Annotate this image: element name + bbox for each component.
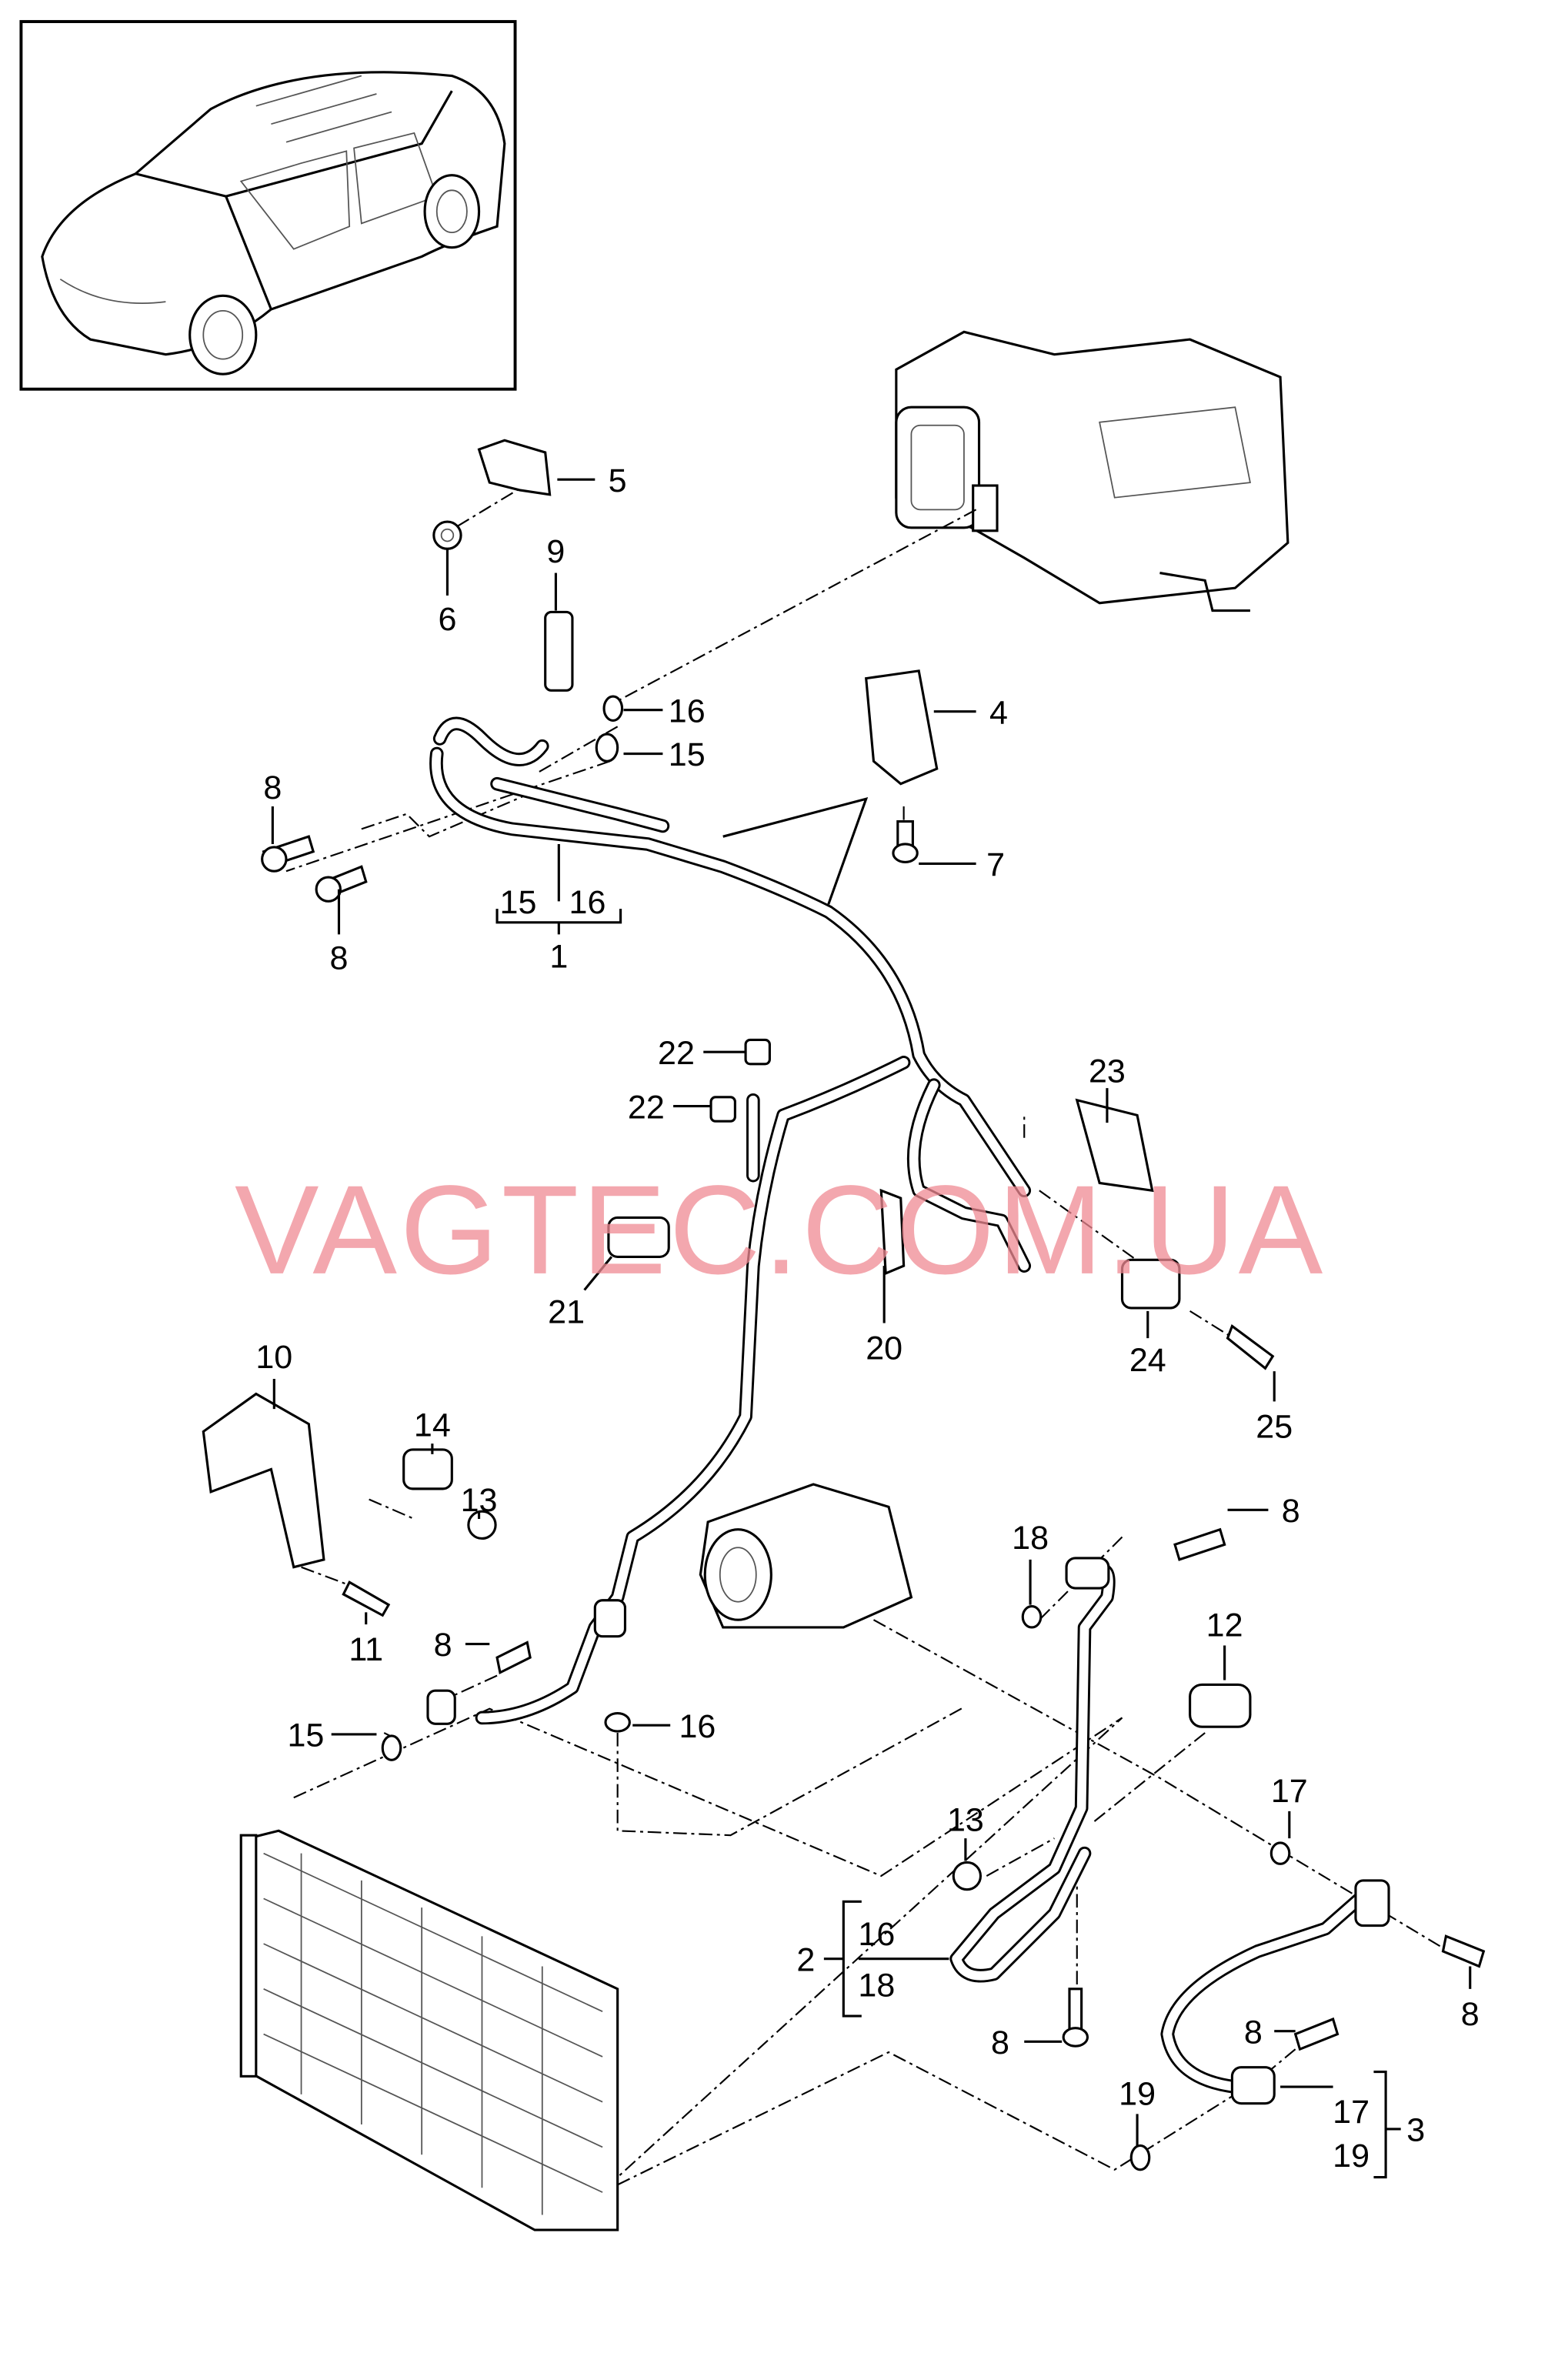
callout-16: 16	[679, 1708, 716, 1745]
callout-4: 4	[989, 694, 1008, 731]
callout-22: 22	[628, 1089, 665, 1126]
callout-16: 16	[858, 1916, 895, 1953]
callout-8: 8	[330, 940, 349, 976]
callout-10: 10	[255, 1339, 292, 1376]
callout-15: 15	[669, 736, 706, 773]
callout-15: 15	[287, 1717, 324, 1754]
callout-25: 25	[1256, 1408, 1293, 1445]
callout-3: 3	[1406, 2112, 1425, 2149]
callout-16: 16	[569, 884, 606, 921]
callout-8: 8	[1244, 2014, 1263, 2051]
callout-8: 8	[1282, 1493, 1300, 1530]
callout-8: 8	[434, 1627, 452, 1664]
condenser	[239, 1829, 619, 2231]
callout-23: 23	[1089, 1053, 1126, 1090]
callout-12: 12	[1206, 1607, 1243, 1644]
vehicle-thumbnail	[19, 20, 517, 391]
callout-2: 2	[796, 1941, 815, 1978]
callout-19: 19	[1333, 2138, 1369, 2174]
components	[202, 439, 1486, 2171]
callout-7: 7	[986, 846, 1005, 883]
hvac-housing	[895, 330, 1289, 612]
callout-20: 20	[866, 1330, 902, 1367]
callout-14: 14	[414, 1407, 451, 1443]
callout-18: 18	[858, 1967, 895, 2004]
callout-6: 6	[438, 601, 456, 638]
callout-8: 8	[991, 2024, 1009, 2061]
callout-11: 11	[349, 1631, 383, 1668]
watermark: VAGTEC.COM.UA	[235, 1159, 1326, 1300]
callout-13: 13	[461, 1482, 498, 1519]
callout-18: 18	[1012, 1520, 1049, 1557]
callout-5: 5	[609, 462, 627, 499]
callout-15: 15	[500, 884, 537, 921]
callout-8: 8	[1461, 1996, 1480, 2033]
callout-1: 1	[549, 939, 568, 976]
callout-16: 16	[669, 693, 706, 729]
callout-13: 13	[947, 1801, 984, 1838]
callout-17: 17	[1333, 2094, 1369, 2131]
callout-8: 8	[263, 769, 282, 806]
leader-lines	[271, 478, 1472, 2179]
callout-24: 24	[1129, 1342, 1166, 1379]
callout-17: 17	[1271, 1773, 1308, 1810]
callout-labels: 5 6 9 16 15 4 7 8 8 15 16 1 22 22 23 21 …	[255, 462, 1479, 2174]
callout-9: 9	[546, 533, 565, 570]
refrigerant-lines	[426, 716, 1390, 2105]
callout-22: 22	[658, 1035, 695, 1072]
callout-19: 19	[1119, 2076, 1156, 2113]
callout-21: 21	[548, 1294, 585, 1331]
